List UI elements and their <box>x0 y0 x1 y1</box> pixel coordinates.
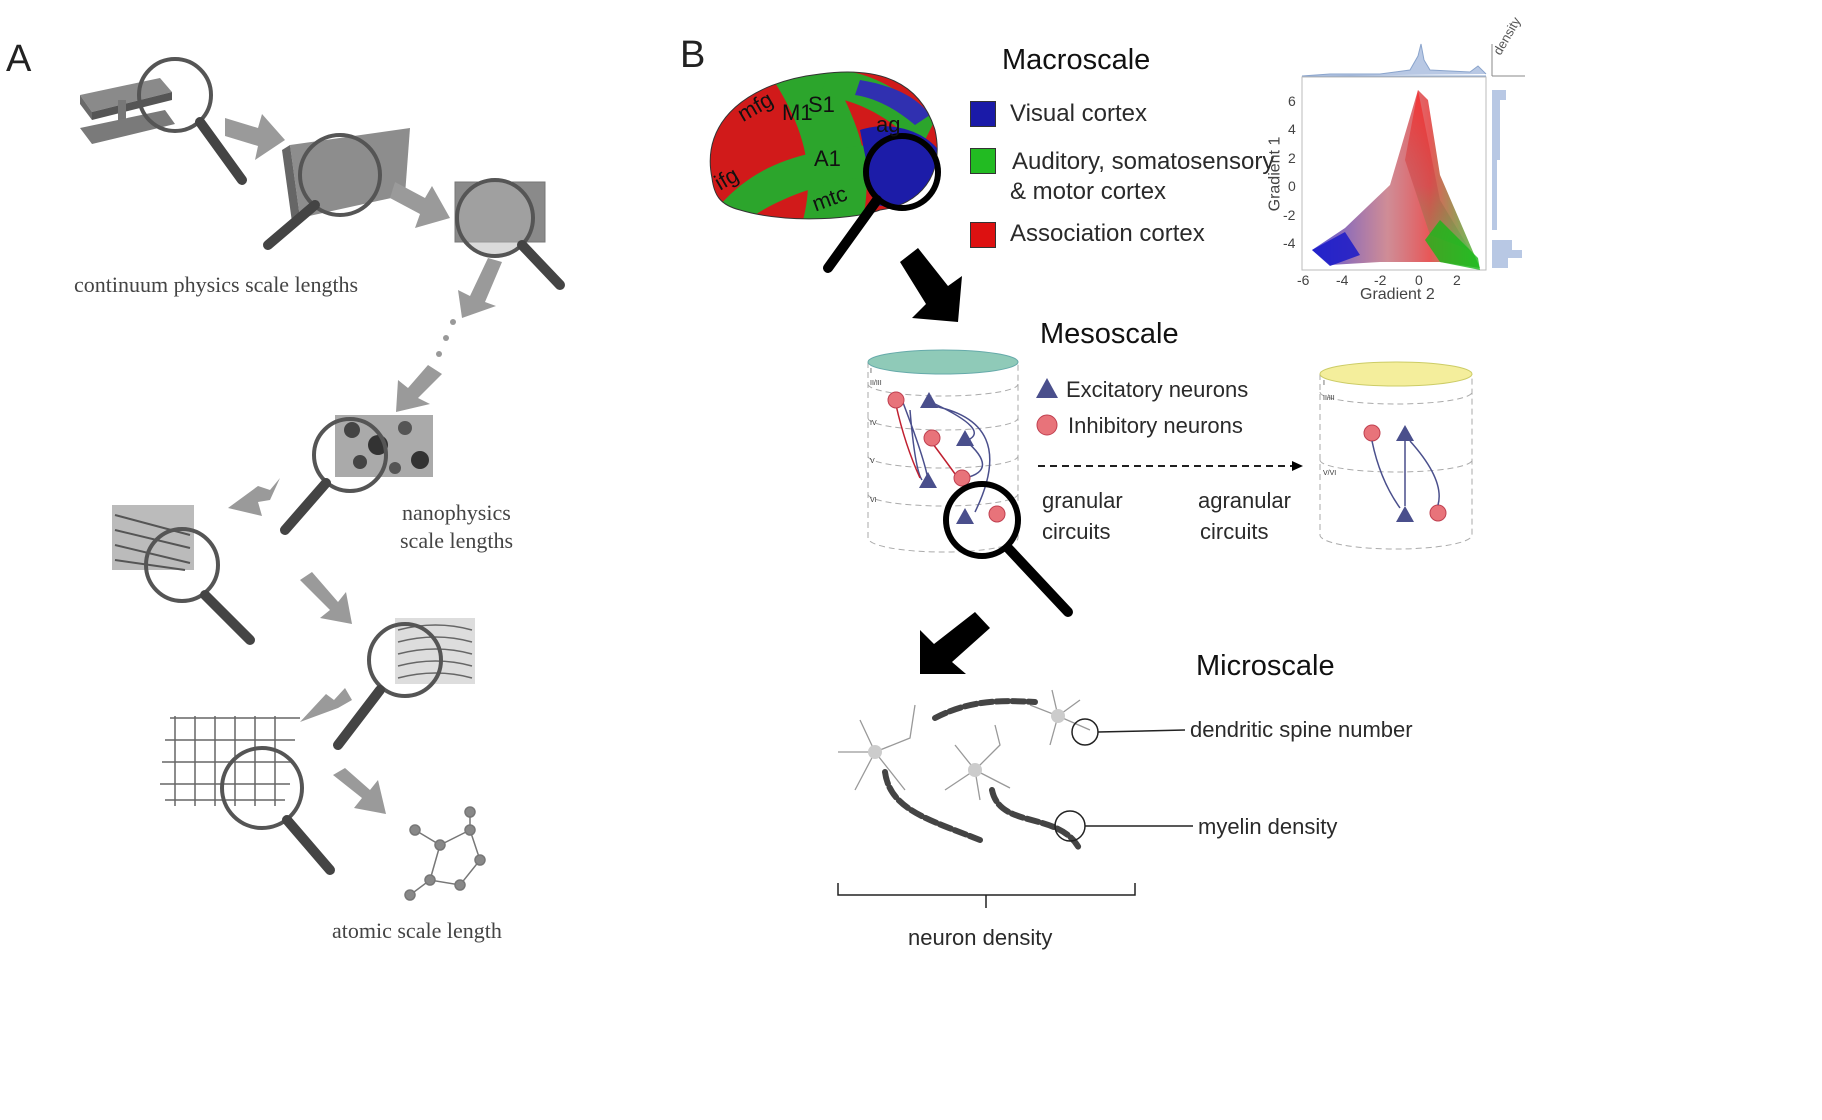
legend-swatch-auditory <box>970 148 996 174</box>
arrow-icon <box>390 182 450 228</box>
excitatory-neuron-icon <box>1036 378 1058 398</box>
granular-column <box>867 349 1019 553</box>
legend-label-auditory: Auditory, somatosensory <box>1012 148 1275 175</box>
molecule-icon <box>404 806 486 901</box>
layer-label: I <box>1323 380 1325 387</box>
neurons-sketch <box>838 689 1091 801</box>
magnifier-icon <box>298 133 382 217</box>
scatter-xtick: -4 <box>1336 272 1349 288</box>
nanophysics-label-line1: nanophysics <box>402 500 511 525</box>
scale-arrow-icon <box>920 612 990 674</box>
layer-label: V/VI <box>1323 470 1337 477</box>
arrow-icon <box>300 688 352 722</box>
steel-beam-icon <box>80 78 175 144</box>
inhibitory-neurons-label: Inhibitory neurons <box>1068 413 1243 438</box>
scatter-ytick: 6 <box>1288 93 1296 109</box>
brain-label-a1: A1 <box>814 146 841 171</box>
atomic-label: atomic scale length <box>332 918 502 943</box>
arrow-icon <box>225 114 285 160</box>
inhibitory-neuron-icon <box>1036 414 1058 436</box>
microscale-title: Microscale <box>1196 650 1335 682</box>
layer-label: II/III <box>870 380 882 387</box>
neuron-density-label: neuron density <box>908 925 1053 950</box>
nanophysics-label-line2: scale lengths <box>400 528 514 553</box>
panel-label-a: A <box>6 38 32 80</box>
continuum-label: continuum physics scale lengths <box>74 272 359 297</box>
magnifier-icon <box>863 133 941 211</box>
magnifier-icon <box>137 57 213 133</box>
legend-swatch-association <box>970 222 996 248</box>
scatter-ytick: 2 <box>1288 150 1296 166</box>
macroscale-title: Macroscale <box>1002 44 1151 76</box>
dendritic-spine-label: dendritic spine number <box>1190 717 1413 742</box>
agranular-label-2: circuits <box>1200 519 1269 544</box>
arrow-icon <box>228 478 280 516</box>
legend-label-association: Association cortex <box>1010 220 1205 247</box>
arrow-icon <box>458 258 502 318</box>
layer-label: IV <box>870 420 877 427</box>
myelinated-axons <box>882 698 1083 853</box>
scatter-ytick: 4 <box>1288 121 1296 137</box>
legend-label-visual: Visual cortex <box>1010 100 1147 127</box>
layer-label: VI <box>870 497 877 504</box>
layer-label: V <box>870 458 875 465</box>
brain-label-s1: S1 <box>808 92 835 117</box>
spine-highlight-circle <box>1071 718 1099 746</box>
scatter-ytick: -2 <box>1283 207 1296 223</box>
magnifier-icon <box>312 417 388 493</box>
myelin-density-label: myelin density <box>1198 814 1338 839</box>
scatter-ytick: -4 <box>1283 235 1296 251</box>
scatter-xtick: -6 <box>1297 272 1310 288</box>
arrow-icon <box>396 365 442 412</box>
agranular-label-1: agranular <box>1198 488 1291 513</box>
scale-arrow-icon <box>900 248 962 322</box>
brain-label-ag: ag <box>876 112 901 137</box>
magnifier-icon <box>455 178 535 258</box>
scatter-xlabel: Gradient 2 <box>1360 286 1435 303</box>
magnifier-icon <box>144 527 220 603</box>
legend-label-motor: & motor cortex <box>1010 178 1167 205</box>
arrow-icon <box>300 572 352 624</box>
granular-label-1: granular <box>1042 488 1123 513</box>
panel-label-b: B <box>680 34 706 76</box>
brain-label-m1: M1 <box>782 100 813 125</box>
fingerprint-sample-icon <box>395 618 475 684</box>
magnifier-icon <box>943 481 1021 559</box>
neuron-density-bracket <box>837 883 1136 908</box>
scatter-xtick: 0 <box>1415 272 1423 288</box>
arrow-icon <box>333 768 386 814</box>
agranular-column <box>1319 361 1473 550</box>
magnifier-icon <box>367 622 443 698</box>
granular-label-2: circuits <box>1042 519 1111 544</box>
scatter-ytick: 0 <box>1288 178 1296 194</box>
magnifier-icon <box>220 746 304 830</box>
fibre-sample-icon <box>112 505 194 571</box>
legend-swatch-visual <box>970 101 996 127</box>
mesoscale-title: Mesoscale <box>1040 318 1179 350</box>
layer-label: II/III <box>1323 395 1335 402</box>
scatter-xtick: -2 <box>1374 272 1387 288</box>
excitatory-neurons-label: Excitatory neurons <box>1066 377 1249 402</box>
scatter-frame <box>1301 76 1487 271</box>
scatter-xtick: 2 <box>1453 272 1461 288</box>
layer-label: I <box>870 368 872 375</box>
beam-section-icon <box>282 128 410 222</box>
